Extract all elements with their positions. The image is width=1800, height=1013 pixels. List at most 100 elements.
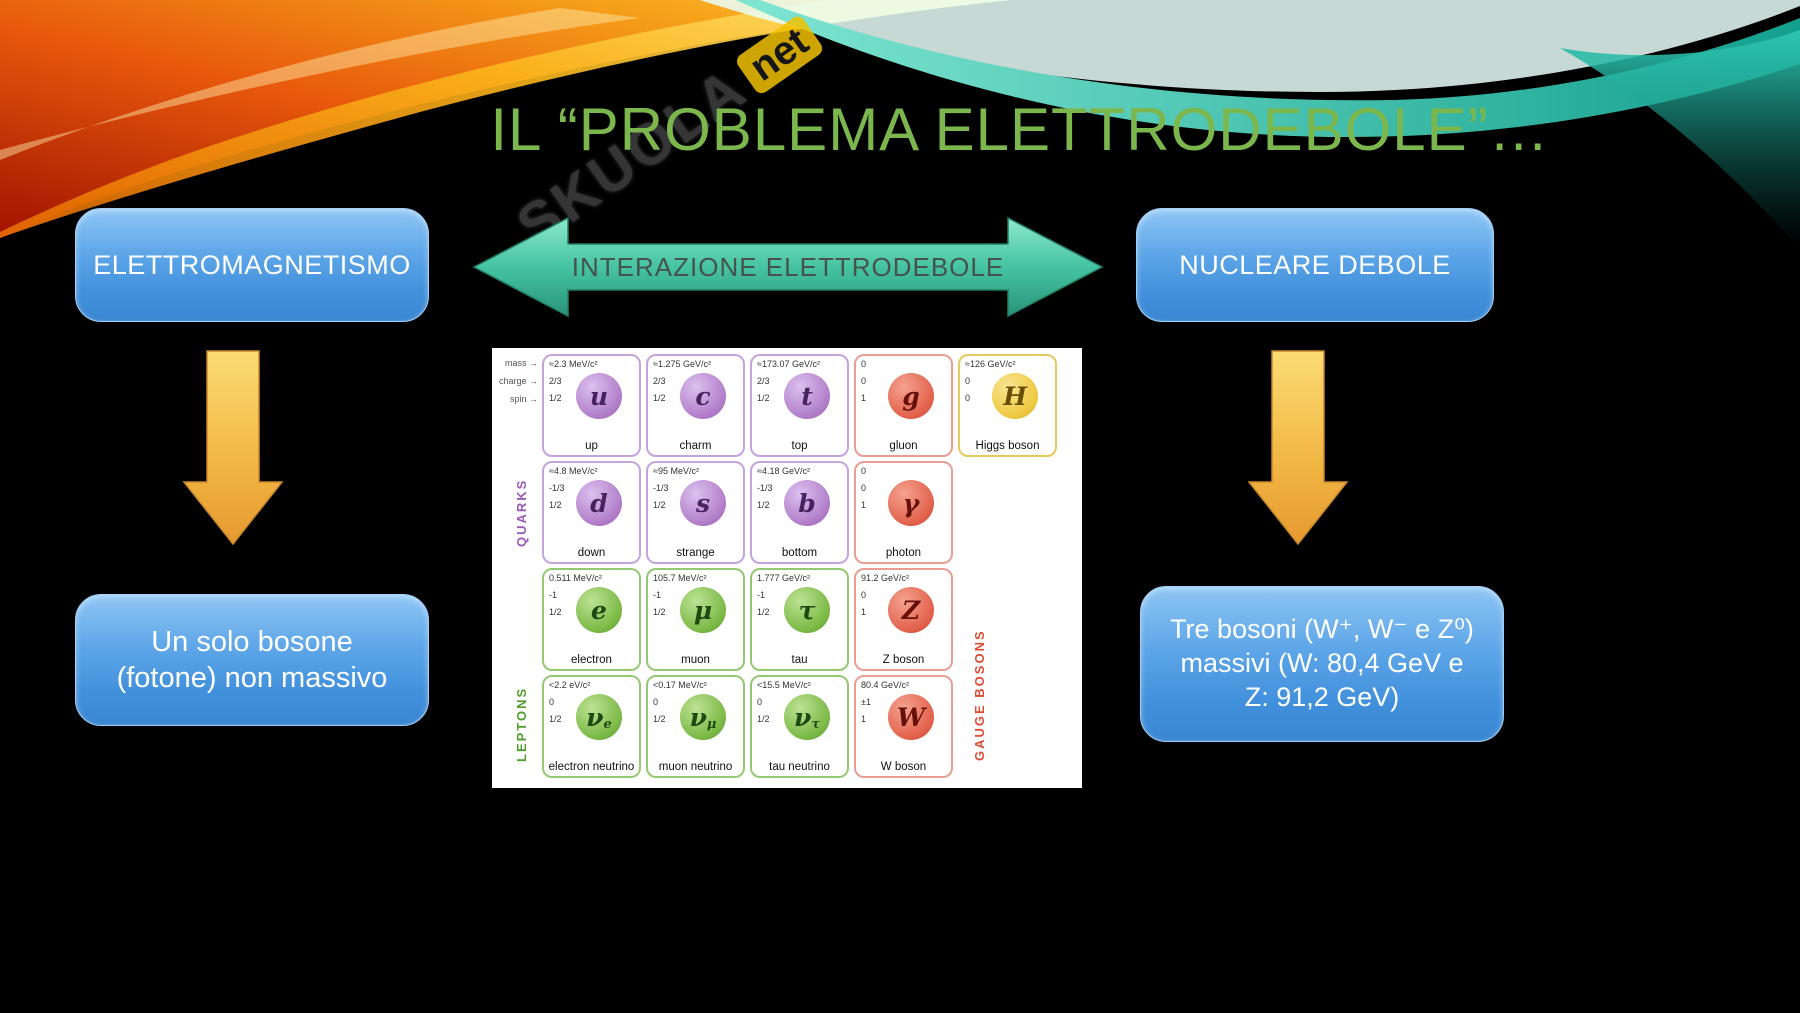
particle-name: W boson xyxy=(880,760,927,773)
particle-tile-top: ≈173.07 GeV/c² 2/3 1/2 t top xyxy=(750,354,849,457)
particle-mass: ≈1.275 GeV/c² xyxy=(653,359,711,369)
particle-charge: 2/3 xyxy=(549,376,562,386)
particle-charge: 0 xyxy=(965,376,971,386)
particle-symbol: d xyxy=(576,480,622,526)
double-arrow-icon xyxy=(472,216,1104,318)
mass-row-label: mass → xyxy=(504,358,538,368)
particle-name: bottom xyxy=(781,546,818,559)
particle-mass: 105.7 MeV/c² xyxy=(653,573,707,583)
gauge-bosons-group-label: GAUGE BOSONS xyxy=(972,629,987,761)
particle-mass: 80.4 GeV/c² xyxy=(861,680,910,690)
weak-nuclear-label: NUCLEARE DEBOLE xyxy=(1179,249,1451,280)
particle-symbol: s xyxy=(680,480,726,526)
particle-spin: 1/2 xyxy=(549,393,562,403)
particle-charge: 2/3 xyxy=(757,376,770,386)
particle-charge: 0 xyxy=(861,590,867,600)
particle-name: charm xyxy=(679,439,712,452)
massive-bosons-box: Tre bosoni (W⁺, W⁻ e Z⁰) massivi (W: 80,… xyxy=(1140,586,1504,742)
particle-symbol: μ xyxy=(680,587,726,633)
particle-mass: <0.17 MeV/c² xyxy=(653,680,707,690)
particle-symbol: t xyxy=(784,373,830,419)
particle-symbol: g xyxy=(888,373,934,419)
particle-name: muon xyxy=(681,653,710,666)
particle-charge: -1/3 xyxy=(653,483,669,493)
particle-spin: 1/2 xyxy=(757,500,770,510)
particle-spin: 1/2 xyxy=(653,607,666,617)
down-arrow-left-icon xyxy=(183,350,283,545)
photon-result-line1: Un solo bosone xyxy=(151,625,353,658)
particle-charge: 0 xyxy=(653,697,659,707)
slide-title: IL “PROBLEMA ELETTRODEBOLE”… xyxy=(490,96,1550,163)
arrow-label: INTERAZIONE ELETTRODEBOLE xyxy=(571,252,1005,282)
particle-spin: 1 xyxy=(861,714,867,724)
particle-name: Higgs boson xyxy=(975,439,1040,452)
particle-spin: 1/2 xyxy=(653,714,666,724)
particle-mass: ≈173.07 GeV/c² xyxy=(757,359,820,369)
particle-mass: ≈95 MeV/c² xyxy=(653,466,699,476)
massive-bosons-line1: Tre bosoni (W⁺, W⁻ e Z⁰) xyxy=(1170,614,1474,645)
particle-mass: ≈4.18 GeV/c² xyxy=(757,466,810,476)
particle-name: gluon xyxy=(889,439,918,452)
particle-mass: <15.5 MeV/c² xyxy=(757,680,811,690)
particle-mass: 91.2 GeV/c² xyxy=(861,573,910,583)
particle-name: electron xyxy=(571,653,612,666)
particle-mass: <2.2 eV/c² xyxy=(549,680,591,690)
particle-symbol: W xyxy=(888,694,934,740)
particle-symbol: u xyxy=(576,373,622,419)
particle-charge: -1/3 xyxy=(549,483,565,493)
particle-spin: 1 xyxy=(861,607,867,617)
massive-bosons-line3: Z: 91,2 GeV) xyxy=(1244,681,1400,712)
particle-name: muon neutrino xyxy=(658,760,733,773)
standard-model-table: mass → charge → spin → QUARKS LEPTONS GA… xyxy=(492,348,1082,788)
particle-name: strange xyxy=(676,546,715,559)
particle-name: down xyxy=(577,546,606,559)
particle-charge: 0 xyxy=(549,697,555,707)
weak-nuclear-box: NUCLEARE DEBOLE xyxy=(1136,208,1494,322)
spin-row-label: spin → xyxy=(509,394,538,404)
particle-tile-charm: ≈1.275 GeV/c² 2/3 1/2 c charm xyxy=(646,354,745,457)
particle-charge: -1 xyxy=(757,590,766,600)
particle-spin: 1/2 xyxy=(757,393,770,403)
particle-symbol: e xyxy=(576,587,622,633)
particle-spin: 1 xyxy=(861,393,867,403)
particle-spin: 0 xyxy=(965,393,971,403)
particle-charge: 0 xyxy=(757,697,763,707)
down-arrow-right-icon xyxy=(1248,350,1348,545)
particle-spin: 1/2 xyxy=(549,714,562,724)
particle-spin: 1/2 xyxy=(549,500,562,510)
particle-mass: 0 xyxy=(861,466,867,476)
leptons-group-label: LEPTONS xyxy=(514,686,529,762)
particle-name: photon xyxy=(885,546,922,559)
particle-tile-z-boson: 91.2 GeV/c² 0 1 Z Z boson xyxy=(854,568,953,671)
particle-spin: 1/2 xyxy=(757,714,770,724)
particle-charge: -1 xyxy=(653,590,662,600)
particle-mass: ≈126 GeV/c² xyxy=(965,359,1016,369)
particle-spin: 1/2 xyxy=(653,393,666,403)
particle-charge: 2/3 xyxy=(653,376,666,386)
particle-charge: 0 xyxy=(861,376,867,386)
particle-name: top xyxy=(791,439,808,452)
particle-spin: 1/2 xyxy=(757,607,770,617)
charge-row-label: charge → xyxy=(498,376,538,386)
particle-name: tau xyxy=(791,653,808,666)
particle-charge: 0 xyxy=(861,483,867,493)
particle-charge: -1 xyxy=(549,590,558,600)
particle-name: Z boson xyxy=(882,653,925,666)
particle-tile-gluon: 0 0 1 g gluon xyxy=(854,354,953,457)
photon-result-line2: (fotone) non massivo xyxy=(116,662,388,694)
particle-mass: 0 xyxy=(861,359,867,369)
particle-symbol: Z xyxy=(888,587,934,633)
particle-symbol: c xyxy=(680,373,726,419)
particle-tile-muon: 105.7 MeV/c² -1 1/2 μ muon xyxy=(646,568,745,671)
quarks-group-label: QUARKS xyxy=(514,478,529,548)
decorative-wave xyxy=(0,0,1800,250)
